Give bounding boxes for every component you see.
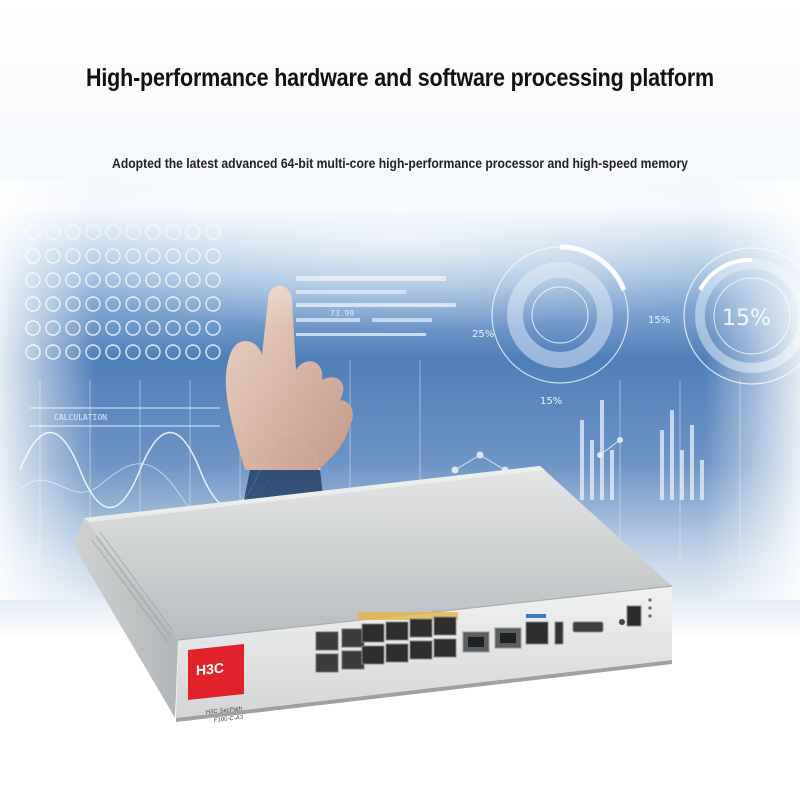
serial-port bbox=[572, 621, 604, 633]
management-port bbox=[525, 614, 549, 645]
side-vent bbox=[91, 531, 173, 643]
product-line-label: H3C SecPath bbox=[206, 706, 243, 716]
usb-port bbox=[554, 621, 564, 645]
ethernet-ports-block bbox=[358, 612, 458, 665]
power-socket bbox=[626, 605, 642, 627]
status-leds bbox=[648, 598, 652, 618]
brand-logo-text: H3C bbox=[196, 659, 224, 678]
sfp-ports bbox=[462, 627, 522, 653]
reset-button bbox=[619, 619, 625, 625]
brand-logo-block bbox=[188, 644, 244, 700]
model-label: F100-C-A3 bbox=[214, 715, 244, 724]
page-subheadline: Adopted the latest advanced 64-bit multi… bbox=[112, 156, 688, 171]
device-top-panel bbox=[84, 466, 672, 640]
page-headline: High-performance hardware and software p… bbox=[85, 64, 714, 92]
firewall-device: H3C H3C SecPath F100-C-A3 bbox=[74, 466, 673, 724]
console-ports bbox=[315, 628, 365, 673]
